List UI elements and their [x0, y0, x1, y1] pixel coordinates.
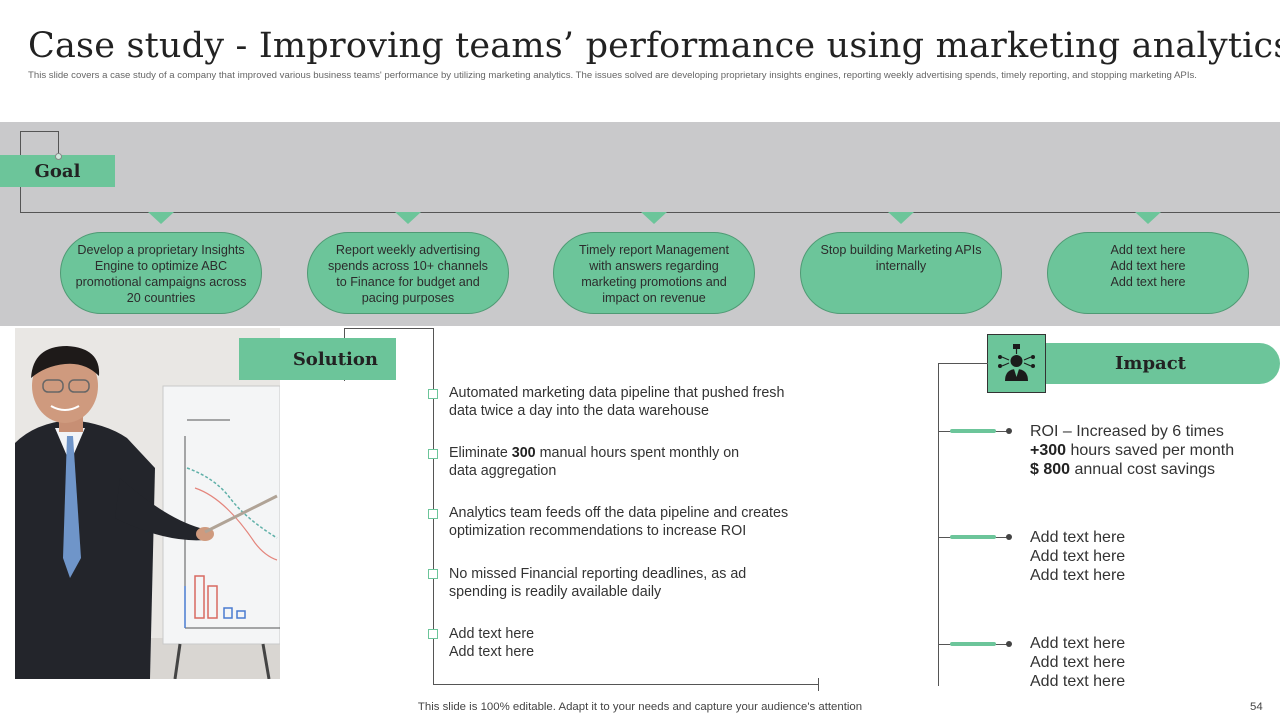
solution-baseline-end [818, 678, 819, 691]
solution-bullet-5 [428, 629, 438, 639]
goal-pointer-4 [888, 212, 914, 224]
solution-bullet-3 [428, 509, 438, 519]
goal-connector-dot [55, 153, 62, 160]
impact-timeline [938, 363, 939, 686]
footer-note: This slide is 100% editable. Adapt it to… [417, 701, 863, 713]
solution-bullet-1 [428, 389, 438, 399]
presenter-photo [15, 328, 281, 680]
goal-item-3: Timely report Management with answers re… [553, 232, 755, 314]
goal-label: Goal [0, 155, 115, 187]
page-title: Case study - Improving teams’ performanc… [28, 26, 1280, 66]
impact-item-3: Add text here Add text here Add text her… [1030, 635, 1126, 690]
goal-timeline-vertical [20, 187, 21, 212]
impact-connector [938, 363, 988, 364]
solution-item-3: Analytics team feeds off the data pipeli… [449, 505, 789, 539]
solution-item-4: No missed Financial reporting deadlines,… [449, 566, 747, 600]
solution-baseline [433, 684, 819, 685]
goal-pointer-1 [148, 212, 174, 224]
impact-label: Impact [1017, 343, 1280, 384]
page-number: 54 [1250, 701, 1263, 713]
solution-bullet-4 [428, 569, 438, 579]
goal-connector [20, 131, 59, 156]
goal-pointer-3 [641, 212, 667, 224]
impact-accent-2 [950, 535, 996, 539]
goal-item-2: Report weekly advertising spends across … [307, 232, 509, 314]
solution-timeline [433, 358, 434, 684]
impact-item-1: ROI – Increased by 6 times +300 hours sa… [1030, 422, 1234, 479]
impact-accent-3 [950, 642, 996, 646]
impact-hours-line: +300 hours saved per month [1030, 442, 1235, 459]
goal-item-4: Stop building Marketing APIs internally [800, 232, 1002, 314]
goal-pointer-5 [1135, 212, 1161, 224]
impact-item-2: Add text here Add text here Add text her… [1030, 529, 1126, 584]
solution-item-1: Automated marketing data pipeline that p… [449, 385, 785, 419]
impact-savings-line: $ 800 annual cost savings [1030, 461, 1216, 478]
impact-node-2 [1006, 534, 1012, 540]
page-subtitle: This slide covers a case study of a comp… [28, 70, 1197, 81]
manager-network-icon [987, 334, 1046, 393]
impact-node-1 [1006, 428, 1012, 434]
impact-roi-line: ROI – Increased by 6 times [1030, 423, 1224, 440]
impact-node-3 [1006, 641, 1012, 647]
goal-item-1: Develop a proprietary Insights Engine to… [60, 232, 262, 314]
solution-bullet-2 [428, 449, 438, 459]
solution-label: Solution [239, 338, 396, 380]
solution-item-2: Eliminate 300 manual hours spent monthly… [449, 445, 740, 479]
goal-item-5: Add text here Add text here Add text her… [1047, 232, 1249, 314]
solution-item-5: Add text here Add text here [449, 626, 535, 660]
impact-accent-1 [950, 429, 996, 433]
goal-pointer-2 [395, 212, 421, 224]
